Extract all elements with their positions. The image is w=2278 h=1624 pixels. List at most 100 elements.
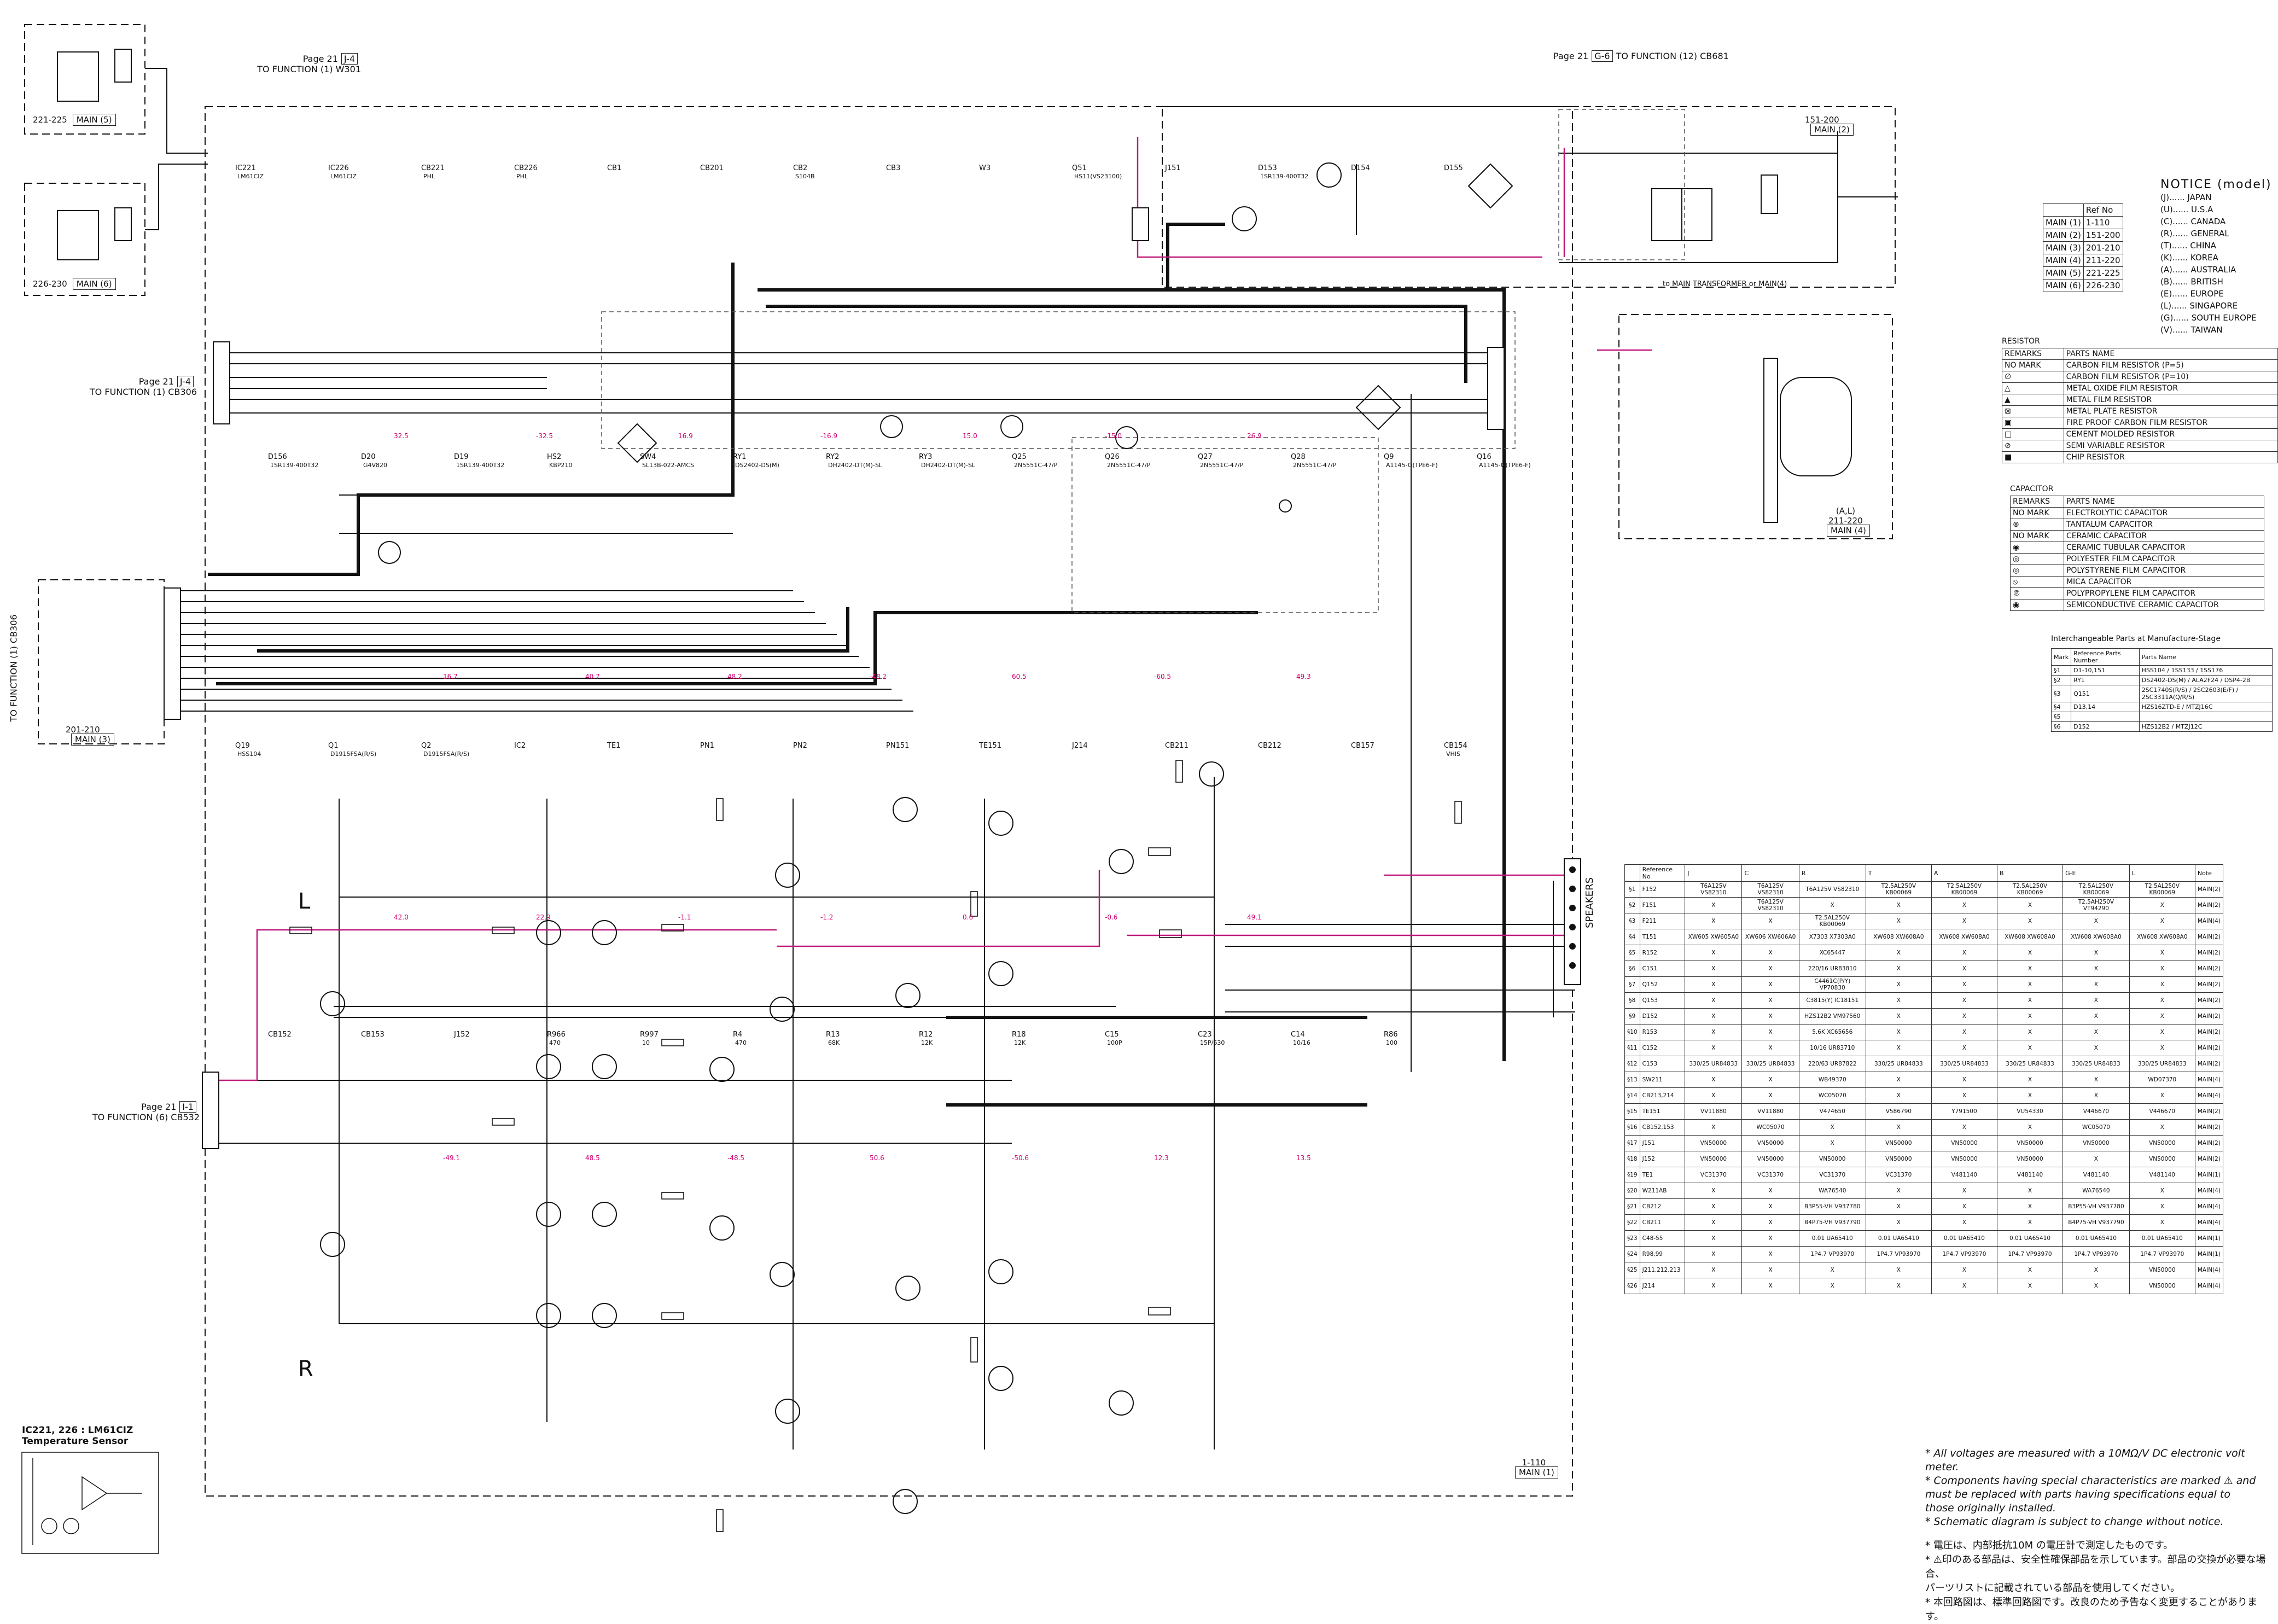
iface-cell: 330/25 UR84833 bbox=[1865, 1056, 1932, 1072]
iface-cell: X bbox=[1685, 897, 1743, 913]
ref-cell: 211-220 bbox=[2083, 254, 2123, 267]
iface-cell: X bbox=[1865, 1198, 1932, 1215]
note-en-line: * All voltages are measured with a 10MΩ/… bbox=[1925, 1447, 2245, 1473]
iface-cell: X bbox=[2129, 913, 2195, 929]
iface-cell: X bbox=[1996, 1183, 2064, 1199]
iface-cell: XW608 XW608A0 bbox=[2063, 929, 2130, 945]
component-ref: Q2 bbox=[421, 742, 432, 750]
component-ref: CB201 bbox=[700, 164, 724, 172]
iface-cell: V481140 bbox=[1996, 1167, 2064, 1183]
iface-cell: X bbox=[1741, 1024, 1799, 1040]
iface-cell: B3P55-VH V937780 bbox=[2063, 1198, 2130, 1215]
iface-cell: X bbox=[2129, 1040, 2195, 1056]
iface-cell: F211 bbox=[1639, 913, 1686, 929]
resistor-row: ■CHIP RESISTOR bbox=[2002, 451, 2278, 463]
component-value: KBP210 bbox=[549, 462, 573, 469]
iface-cell: MAIN(2) bbox=[2194, 992, 2224, 1009]
iface-cell: 330/25 UR84833 bbox=[1996, 1056, 2064, 1072]
notice-model-row: (B)...... BRITISH bbox=[2160, 277, 2223, 287]
side-label-cb306: TO FUNCTION (1) CB306 bbox=[8, 614, 19, 722]
notice-model-row: (K)...... KOREA bbox=[2160, 253, 2218, 263]
component-value: 100P bbox=[1107, 1039, 1122, 1046]
component-value: D1915FSA(R/S) bbox=[330, 750, 377, 758]
notice-model-row: (U)...... U.S.A bbox=[2160, 205, 2213, 214]
voltage-reading: 40.7 bbox=[585, 673, 600, 680]
iface-cell: X bbox=[1996, 1024, 2064, 1040]
iface-cell: X bbox=[1931, 1040, 1997, 1056]
note-en-line: * Components having special characterist… bbox=[1925, 1475, 2256, 1487]
iface-cell: MAIN(2) bbox=[2194, 1103, 2224, 1120]
iface-cell: §23 bbox=[1624, 1230, 1640, 1247]
ref-cell: 226-230 bbox=[2083, 279, 2123, 292]
iface-cell: MAIN(1) bbox=[2194, 1167, 2224, 1183]
iface-cell: §11 bbox=[1624, 1040, 1640, 1056]
iface-cell: X bbox=[1685, 1278, 1743, 1294]
channel-right-label: R bbox=[298, 1357, 313, 1382]
component-label: IC2 bbox=[514, 742, 526, 758]
component-ref: C23 bbox=[1198, 1031, 1212, 1039]
voltage-reading: -0.6 bbox=[1105, 913, 1118, 921]
iface-cell: X bbox=[2063, 1278, 2130, 1294]
component-value: 2N5551C-47/P bbox=[1293, 462, 1337, 469]
iface-cell: X bbox=[1685, 976, 1743, 993]
iface-cell: TE1 bbox=[1639, 1167, 1686, 1183]
iface-cell: VC31370 bbox=[1685, 1167, 1743, 1183]
component-label: CB3 bbox=[886, 164, 900, 181]
capacitor-cell: NO MARK bbox=[2010, 530, 2064, 542]
iface-header-cell: Reference No bbox=[1639, 864, 1686, 882]
iface-cell: X bbox=[1685, 1040, 1743, 1056]
note-ja-line: * ⚠印のある部品は、安全性確保部品を示しています。部品の交換が必要な場合、 bbox=[1925, 1554, 2266, 1580]
iface-cell: HZS12B2 VM97560 bbox=[1798, 1008, 1866, 1025]
iface-cell: 1P4.7 VP93970 bbox=[1865, 1246, 1932, 1262]
component-label: PN1 bbox=[700, 742, 714, 758]
iface-cell: X bbox=[1685, 1119, 1743, 1136]
notice-title: NOTICE (model) bbox=[2160, 178, 2272, 191]
iface-cell: X bbox=[1931, 1198, 1997, 1215]
iface-cell: MAIN(2) bbox=[2194, 929, 2224, 945]
iface-cell: §16 bbox=[1624, 1119, 1640, 1136]
iface-cell: XW605 XW605A0 bbox=[1685, 929, 1743, 945]
ref-cell: MAIN (5) bbox=[2043, 266, 2084, 280]
iface-cell: C151 bbox=[1639, 961, 1686, 977]
iface-cell: VC31370 bbox=[1741, 1167, 1799, 1183]
iface-cell: X bbox=[1865, 1214, 1932, 1231]
iface-cell: 0.01 UA65410 bbox=[1865, 1230, 1932, 1247]
iface-cell: V481140 bbox=[2129, 1167, 2195, 1183]
iface-cell: XW608 XW608A0 bbox=[1931, 929, 1997, 945]
iface-cell: X bbox=[1931, 976, 1997, 993]
iface-cell: T6A125V VS82310 bbox=[1741, 881, 1799, 898]
iface-cell: WC05070 bbox=[1741, 1119, 1799, 1136]
iface-cell: V446670 bbox=[2129, 1103, 2195, 1120]
ref-cell: MAIN (4) bbox=[2043, 254, 2084, 267]
iface-cell: X bbox=[1865, 1072, 1932, 1088]
main6-board-outline bbox=[24, 183, 145, 296]
iface-cell: Q153 bbox=[1639, 992, 1686, 1009]
iface-cell: §12 bbox=[1624, 1056, 1640, 1072]
schematic-drawing bbox=[21, 24, 1898, 1554]
iface-cell: R98,99 bbox=[1639, 1246, 1686, 1262]
interchangeable-cell: D13,14 bbox=[2071, 702, 2140, 712]
iface-cell: V481140 bbox=[2063, 1167, 2130, 1183]
component-value: DH2402-DT(M)-SL bbox=[921, 462, 976, 469]
component-ref: D156 bbox=[268, 453, 287, 461]
iface-cell: X bbox=[1996, 992, 2064, 1009]
resistor-row: ∅CARBON FILM RESISTOR (P=10) bbox=[2002, 371, 2278, 383]
component-value: LM61CIZ bbox=[237, 173, 264, 180]
iface-cell: §4 bbox=[1624, 929, 1640, 945]
